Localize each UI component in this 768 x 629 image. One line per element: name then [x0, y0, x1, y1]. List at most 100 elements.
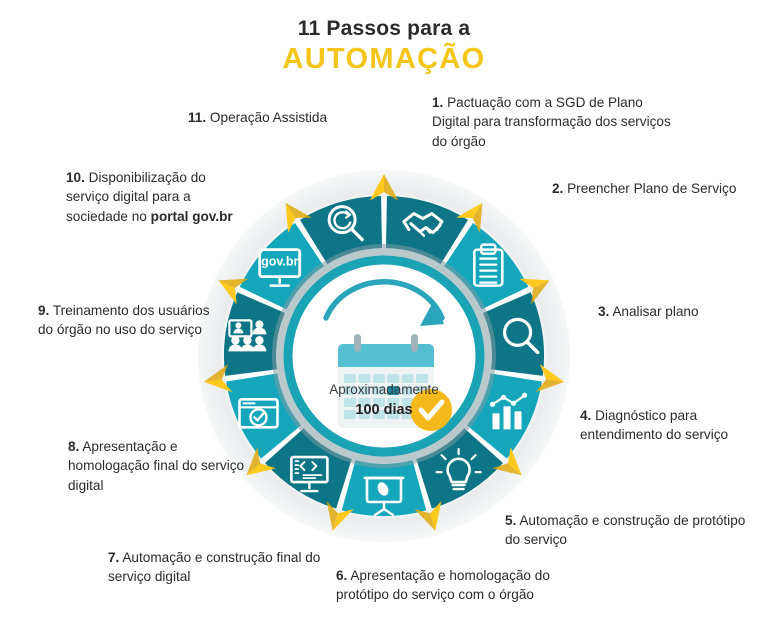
inner-grey-ring: [272, 244, 496, 468]
calendar-cell: [358, 410, 371, 419]
marker-left-face: [430, 501, 442, 531]
segment-shape-2[interactable]: [444, 223, 529, 310]
marker-right-face: [384, 174, 399, 201]
bar-chart-icon-part: [503, 406, 511, 430]
wheel-segment-7[interactable]: [265, 428, 352, 509]
segment-shape-10[interactable]: [239, 223, 324, 310]
wheel-segment-10[interactable]: [239, 223, 324, 310]
magnifier-refresh-icon: [327, 205, 364, 242]
presentation-screen-icon-part: [377, 482, 389, 496]
calendar-cell: [416, 374, 428, 383]
calendar-cell: [401, 386, 414, 395]
step-number-8: 8.: [68, 439, 80, 454]
training-people-icon-part: [255, 336, 264, 345]
handshake-icon-part: [402, 212, 444, 224]
calendar-cell: [372, 398, 385, 407]
marker-right-face: [285, 202, 312, 219]
title-line-accent: AUTOMAÇÃO: [282, 43, 486, 76]
marker-left-face: [519, 278, 550, 288]
step-number-11: 11.: [188, 110, 207, 125]
step-text-9: Treinamento dos usuários do órgão no uso…: [38, 303, 210, 338]
handshake-icon-part: [418, 226, 432, 237]
wheel-segment-5[interactable]: [416, 428, 503, 509]
presentation-screen-icon-part: [373, 500, 395, 517]
training-people-icon-part: [255, 320, 264, 329]
handshake-icon: [402, 212, 444, 237]
calendar-cell: [401, 374, 414, 383]
calendar-cell: [344, 374, 356, 383]
wheel-marker: [285, 202, 312, 233]
presentation-screen-icon: [363, 476, 405, 517]
curved-arrow-head: [420, 300, 444, 326]
bar-chart-icon-part: [500, 394, 507, 400]
bar-chart-icon: [489, 392, 528, 430]
marker-left-face: [218, 280, 237, 305]
lightbulb-icon: [435, 447, 482, 491]
bar-chart-icon-part: [489, 401, 496, 407]
browser-check-icon: [238, 398, 279, 429]
step-number-9: 9.: [38, 303, 50, 318]
calendar-cell: [387, 398, 400, 407]
wheel-marker: [369, 174, 399, 201]
curved-arrow-icon: [323, 279, 445, 321]
step-label-2: 2. Preencher Plano de Serviço: [552, 179, 752, 198]
calendar-check-icon: [338, 334, 434, 428]
marker-right-face: [218, 278, 249, 288]
code-monitor-icon-part: [294, 460, 300, 474]
wheel-segment-3[interactable]: [483, 292, 544, 376]
calendar-header-base: [338, 360, 434, 367]
marker-left-face: [507, 447, 522, 476]
step-number-10: 10.: [66, 170, 85, 185]
step-text-2: Preencher Plano de Serviço: [563, 181, 737, 196]
wheel-marker: [456, 202, 483, 233]
training-people-icon-part: [240, 344, 255, 352]
accent-ring: [283, 255, 485, 457]
title-line-primary: 11 Passos para a: [297, 17, 471, 40]
step-text-7: Automação e construção final do serviço …: [108, 550, 321, 585]
calendar-check-badge: [410, 389, 452, 431]
browser-check-icon-part: [238, 398, 279, 429]
step-text-10-bold: portal gov.br: [150, 208, 233, 224]
segment-shape-5[interactable]: [416, 428, 503, 509]
training-people-icon: [228, 319, 267, 352]
marker-right-face: [472, 202, 483, 233]
segment-shape-7[interactable]: [265, 428, 352, 509]
code-monitor-icon-part: [299, 461, 306, 472]
wheel-marker: [492, 447, 522, 476]
calendar-cell: [344, 386, 356, 395]
step-label-10: 10. Disponibilização do serviço digital …: [66, 168, 251, 226]
handshake-icon-part: [402, 220, 444, 232]
marker-left-face: [456, 202, 483, 219]
step-label-7: 7. Automação e construção final do servi…: [108, 548, 328, 587]
marker-left-face: [203, 379, 233, 393]
calendar-cell: [344, 398, 356, 407]
step-text-11: Operação Assistida: [206, 110, 328, 125]
lightbulb-icon-part: [435, 447, 482, 474]
bar-chart-icon-part: [514, 411, 522, 430]
step-text-10-before: Disponibilização do serviço digital para…: [66, 170, 206, 224]
marker-left-face: [369, 174, 384, 201]
magnifier-icon: [502, 317, 540, 355]
lightbulb-icon-part: [446, 457, 471, 484]
marker-right-face: [246, 447, 261, 476]
code-monitor-icon: [290, 455, 329, 493]
wheel-segment-2[interactable]: [444, 223, 529, 310]
step-text-4: Diagnóstico para entendimento do serviço: [580, 408, 729, 443]
govbr-monitor-icon-part: [269, 275, 291, 287]
calendar-cell: [387, 386, 400, 395]
calendar-cell: [387, 410, 400, 419]
calendar-cell: [358, 386, 371, 395]
segment-shape-3[interactable]: [483, 292, 544, 376]
calendar-cell: [387, 374, 400, 383]
step-number-2: 2.: [552, 181, 564, 196]
step-text-6: Apresentação e homologação do protótipo …: [336, 568, 550, 603]
training-people-icon-part: [233, 328, 244, 334]
magnifier-refresh-icon-part: [327, 205, 357, 235]
calendar-cell: [344, 410, 356, 419]
magnifier-refresh-icon-part: [350, 227, 364, 242]
step-text-3: Analisar plano: [609, 304, 699, 319]
marker-left-face: [246, 463, 276, 476]
badge-circle: [410, 389, 452, 431]
training-people-icon-part: [252, 327, 267, 335]
